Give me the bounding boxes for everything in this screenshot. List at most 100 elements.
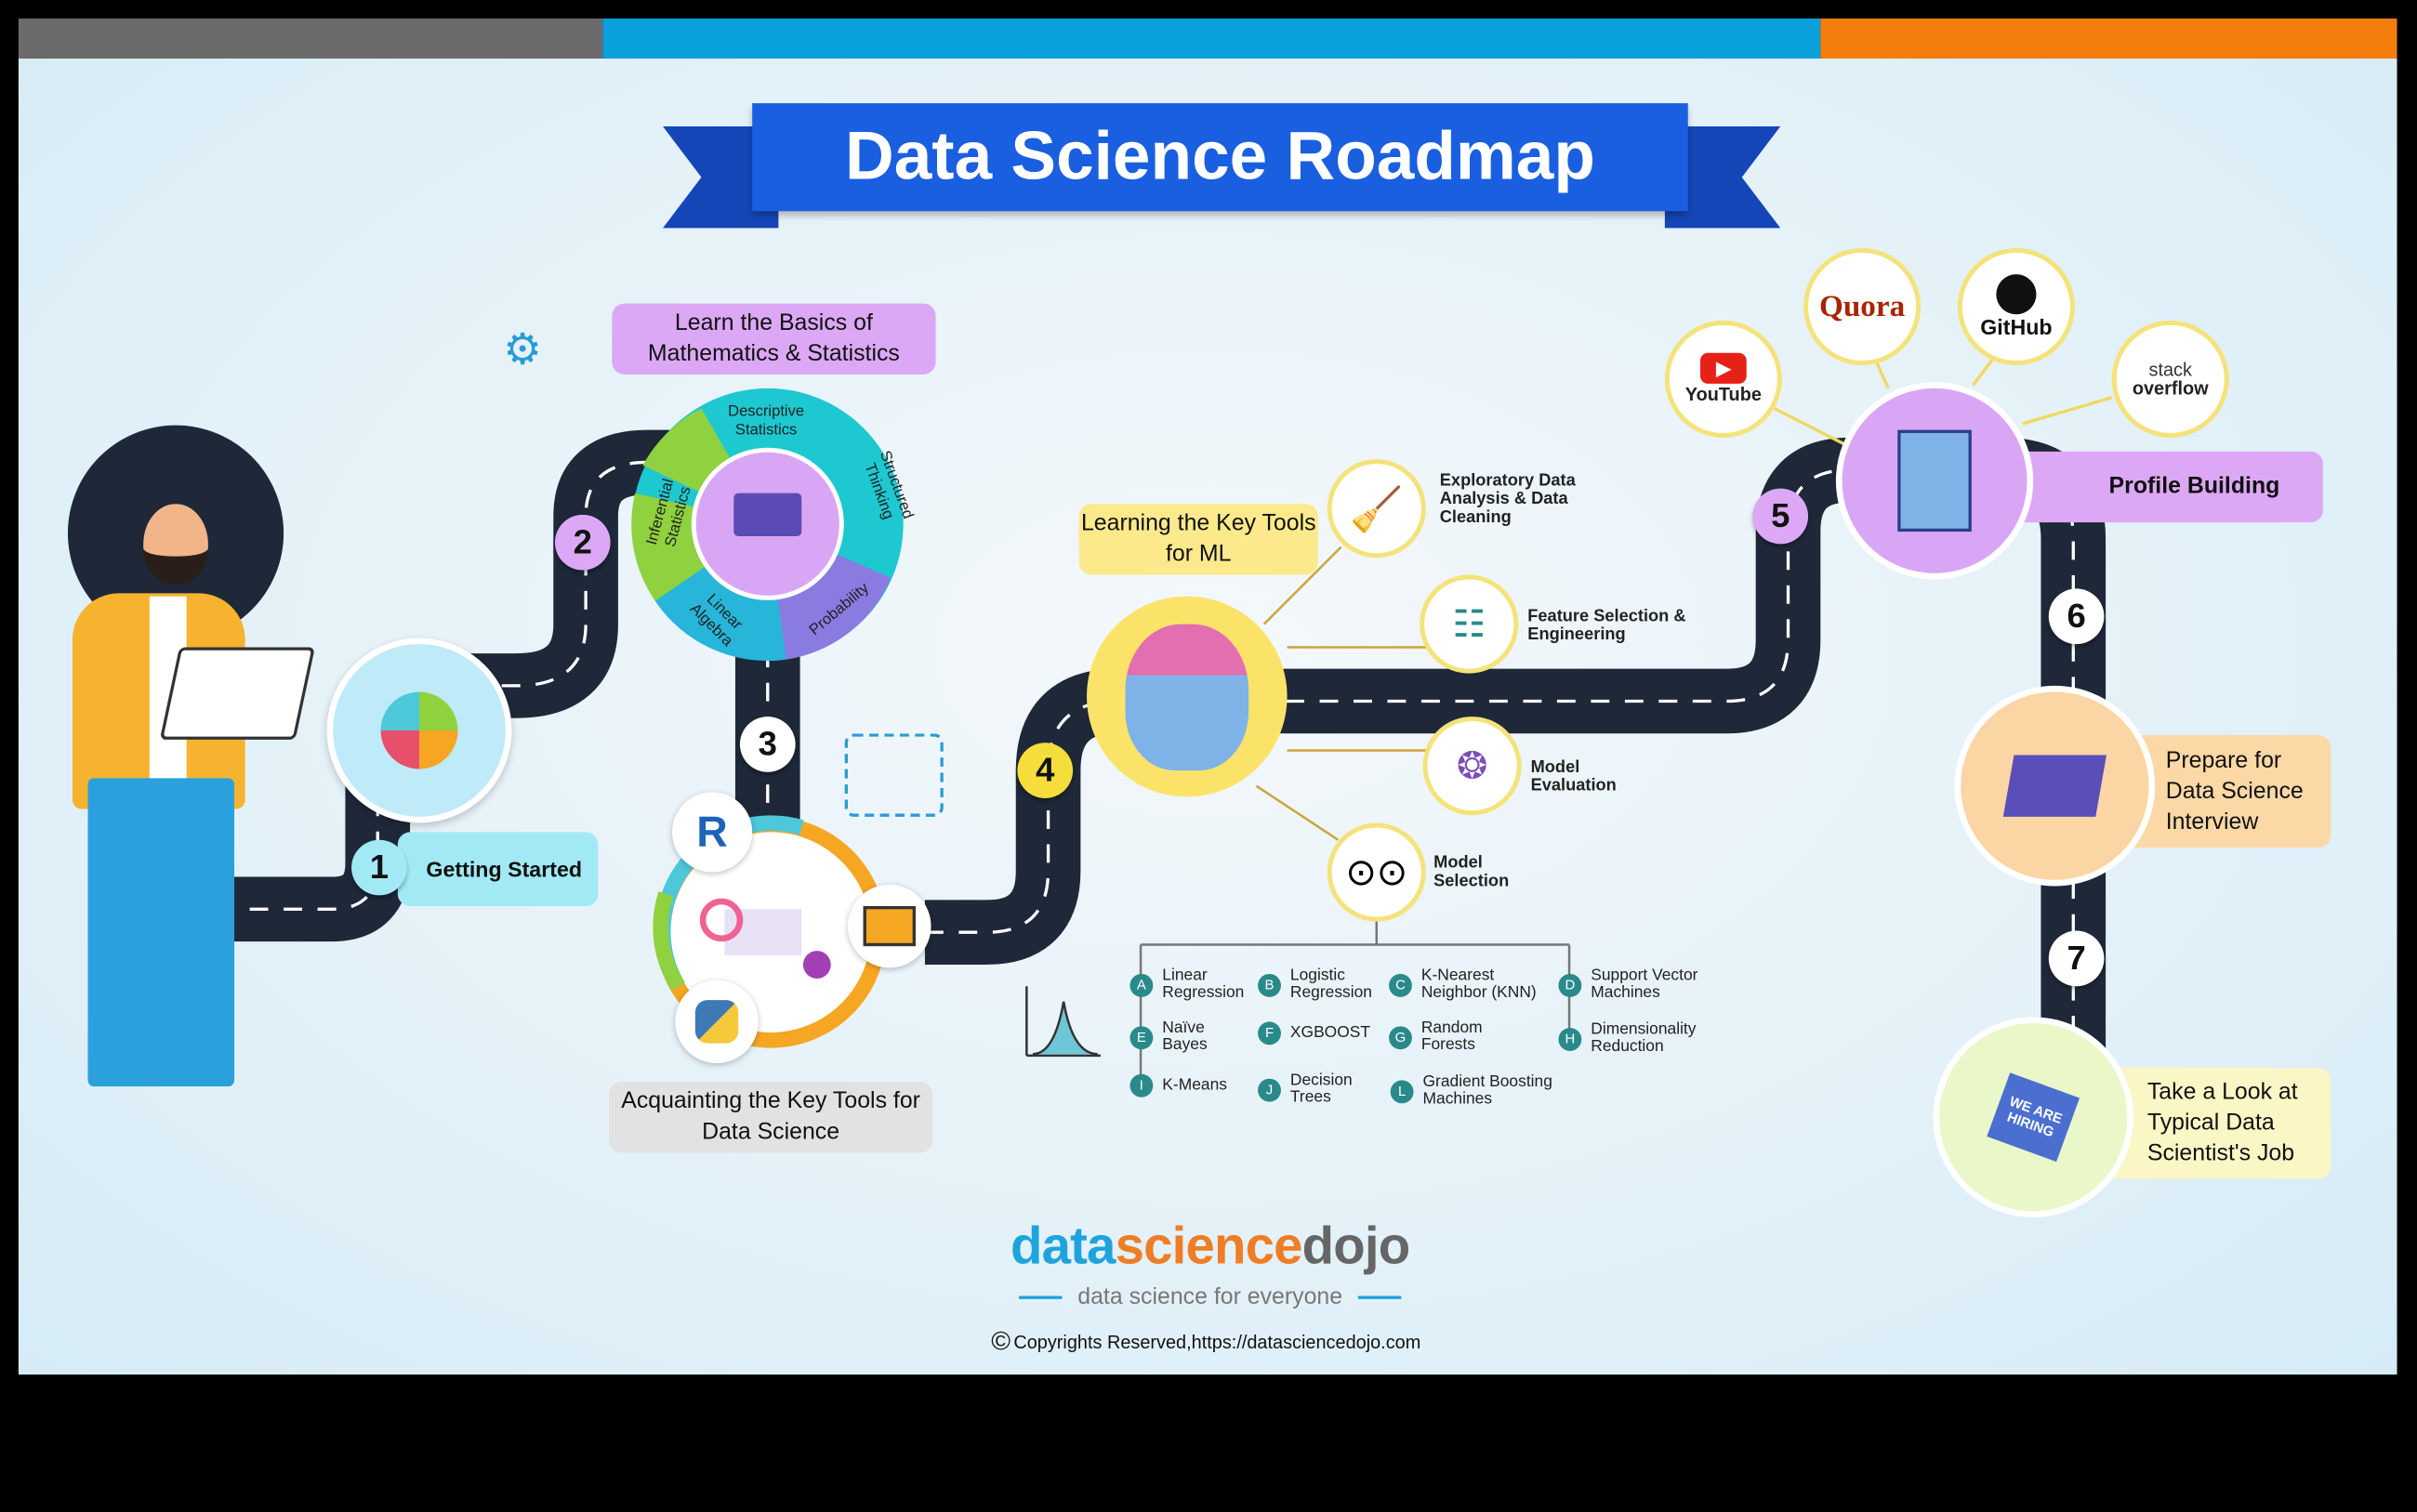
logo-part-science: science bbox=[1115, 1216, 1303, 1276]
quora-icon: Quora bbox=[1803, 247, 1922, 365]
algorithm-k-means: I K-Means bbox=[1129, 1073, 1253, 1098]
tagline-rule-right bbox=[1357, 1295, 1402, 1299]
copyright: ©Copyrights Reserved,https://datascience… bbox=[991, 1327, 1453, 1358]
step-1-badge: 1 bbox=[351, 839, 407, 896]
brand-logo: datasciencedojo bbox=[995, 1217, 1426, 1278]
algorithm-letter-badge: C bbox=[1389, 973, 1412, 997]
person-illustration bbox=[70, 501, 315, 1110]
stackoverflow-label-1: stack bbox=[2148, 359, 2192, 381]
copyright-icon: © bbox=[991, 1326, 1011, 1357]
step-7-text: Take a Look at Typical Data Scientist's … bbox=[2146, 1078, 2298, 1167]
algorithm-letter-badge: F bbox=[1258, 1021, 1281, 1045]
algorithm-random-forests: G Random Forests bbox=[1389, 1019, 1497, 1055]
ml-topic-model-selection: Model Selection bbox=[1433, 853, 1510, 891]
github-icon: GitHub bbox=[1957, 247, 2075, 365]
logo-part-data: data bbox=[1010, 1216, 1116, 1276]
copyright-text: Copyrights Reserved,https://datascienced… bbox=[1013, 1331, 1421, 1353]
analysis-icon bbox=[844, 733, 944, 817]
road-segment-2 bbox=[924, 437, 2107, 1172]
interview-prep-image bbox=[1954, 685, 2156, 887]
person-head bbox=[143, 504, 208, 585]
feature-selection-icon: ☷ bbox=[1420, 574, 1519, 674]
python-logo-icon bbox=[675, 980, 759, 1064]
algorithm-svm: D Support Vector Machines bbox=[1558, 967, 1712, 1001]
algorithm-letter-badge: H bbox=[1558, 1027, 1582, 1051]
step-4-text: Learning the Key Tools for ML bbox=[1080, 509, 1316, 568]
math-wheel bbox=[631, 388, 904, 662]
algorithm-knn: C K-Nearest Neighbor (KNN) bbox=[1389, 967, 1551, 1001]
algorithm-name: Dimensionality Reduction bbox=[1591, 1019, 1697, 1056]
banner-ribbon-left bbox=[663, 125, 779, 229]
algorithm-gradient-boosting: L Gradient Boosting Machines bbox=[1390, 1072, 1560, 1109]
algorithm-name: Random Forests bbox=[1420, 1019, 1483, 1055]
banner-ribbon-right bbox=[1664, 125, 1781, 229]
r-logo-icon: R bbox=[671, 792, 753, 873]
top-bar-orange bbox=[1820, 18, 2397, 59]
youtube-label: YouTube bbox=[1684, 383, 1762, 406]
quora-label: Quora bbox=[1819, 288, 1906, 323]
github-label: GitHub bbox=[1980, 314, 2053, 339]
hiring-sign: WE ARE HIRING bbox=[1987, 1072, 2080, 1163]
algorithm-letter-badge: A bbox=[1129, 973, 1154, 997]
step-2-badge: 2 bbox=[554, 514, 611, 571]
ml-connectors bbox=[1255, 546, 1426, 841]
laptop-icon bbox=[159, 647, 315, 740]
tagline-rule-left bbox=[1019, 1295, 1063, 1299]
ai-robot-head-image bbox=[1087, 596, 1288, 797]
ml-topic-feature-selection: Feature Selection & Engineering bbox=[1527, 607, 1686, 645]
step-7-badge: 7 bbox=[2048, 930, 2105, 987]
bell-curve-icon bbox=[1025, 986, 1101, 1058]
step-3-text: Acquainting the Key Tools for Data Scien… bbox=[621, 1087, 920, 1146]
algorithm-letter-badge: G bbox=[1389, 1025, 1412, 1049]
algorithm-dimensionality-reduction: H Dimensionality Reduction bbox=[1558, 1021, 1712, 1055]
algorithm-letter-badge: J bbox=[1258, 1077, 1281, 1101]
top-bar-gray bbox=[18, 18, 603, 59]
step-5-text: Profile Building bbox=[2108, 473, 2280, 500]
algorithm-name: Naïve Bayes bbox=[1162, 1019, 1208, 1055]
algorithm-linear-regression: A Linear Regression bbox=[1129, 967, 1253, 1001]
person-pants bbox=[87, 778, 235, 1087]
step-6-badge: 6 bbox=[2048, 588, 2105, 645]
step-3-label: Acquainting the Key Tools for Data Scien… bbox=[608, 1082, 933, 1153]
algorithm-logistic-regression: B Logistic Regression bbox=[1258, 967, 1381, 1001]
step-2-text: Learn the Basics of Mathematics & Statis… bbox=[647, 309, 900, 367]
algorithm-name: K-Means bbox=[1162, 1075, 1227, 1095]
getting-started-image bbox=[326, 638, 512, 823]
stackoverflow-label-2: overflow bbox=[2132, 377, 2209, 400]
logo-part-dojo: dojo bbox=[1301, 1216, 1411, 1276]
top-bar-blue bbox=[602, 18, 1821, 59]
algorithm-name: Decision Trees bbox=[1289, 1071, 1353, 1107]
chart-steps-icon bbox=[380, 691, 458, 769]
step-5-badge: 5 bbox=[1752, 488, 1809, 545]
page-title: Data Science Roadmap bbox=[845, 118, 1595, 194]
step-2-label: Learn the Basics of Mathematics & Statis… bbox=[612, 303, 936, 375]
hiring-image: WE ARE HIRING bbox=[1933, 1017, 2133, 1217]
algorithm-name: Gradient Boosting Machines bbox=[1422, 1072, 1552, 1109]
algorithm-name: Linear Regression bbox=[1162, 966, 1245, 1002]
brain-evaluation-icon: ❂ bbox=[1422, 717, 1522, 816]
youtube-icon: ▶YouTube bbox=[1664, 320, 1782, 438]
algorithm-xgboost: F XGBOOST bbox=[1258, 1021, 1381, 1045]
algorithm-tree bbox=[1139, 921, 1571, 1084]
step-4-label: Learning the Key Tools for ML bbox=[1078, 504, 1318, 575]
step-6-text: Prepare for Data Science Interview bbox=[2165, 746, 2304, 835]
step-3-badge: 3 bbox=[739, 717, 796, 772]
algorithm-letter-badge: L bbox=[1390, 1079, 1414, 1103]
ml-topic-model-evaluation: Model Evaluation bbox=[1530, 757, 1617, 795]
algorithm-name: Support Vector Machines bbox=[1591, 966, 1698, 1002]
step-4-badge: 4 bbox=[1017, 743, 1074, 798]
tagline: data science for everyone bbox=[1077, 1283, 1343, 1310]
algorithm-name: K-Nearest Neighbor (KNN) bbox=[1420, 966, 1537, 1002]
algorithm-name: Logistic Regression bbox=[1289, 966, 1373, 1002]
algorithm-letter-badge: D bbox=[1558, 973, 1582, 997]
step-1-label: Getting Started bbox=[397, 832, 599, 907]
algorithm-letter-badge: B bbox=[1258, 973, 1281, 997]
binoculars-selection-icon: ⊙⊙ bbox=[1327, 822, 1426, 922]
algorithm-name: XGBOOST bbox=[1289, 1023, 1371, 1042]
eda-cleaning-icon: 🧹 bbox=[1327, 459, 1426, 559]
wheel-descriptive-statistics: Descriptive Statistics bbox=[728, 403, 805, 440]
algorithm-letter-badge: I bbox=[1129, 1073, 1154, 1098]
step-1-text: Getting Started bbox=[426, 856, 583, 882]
